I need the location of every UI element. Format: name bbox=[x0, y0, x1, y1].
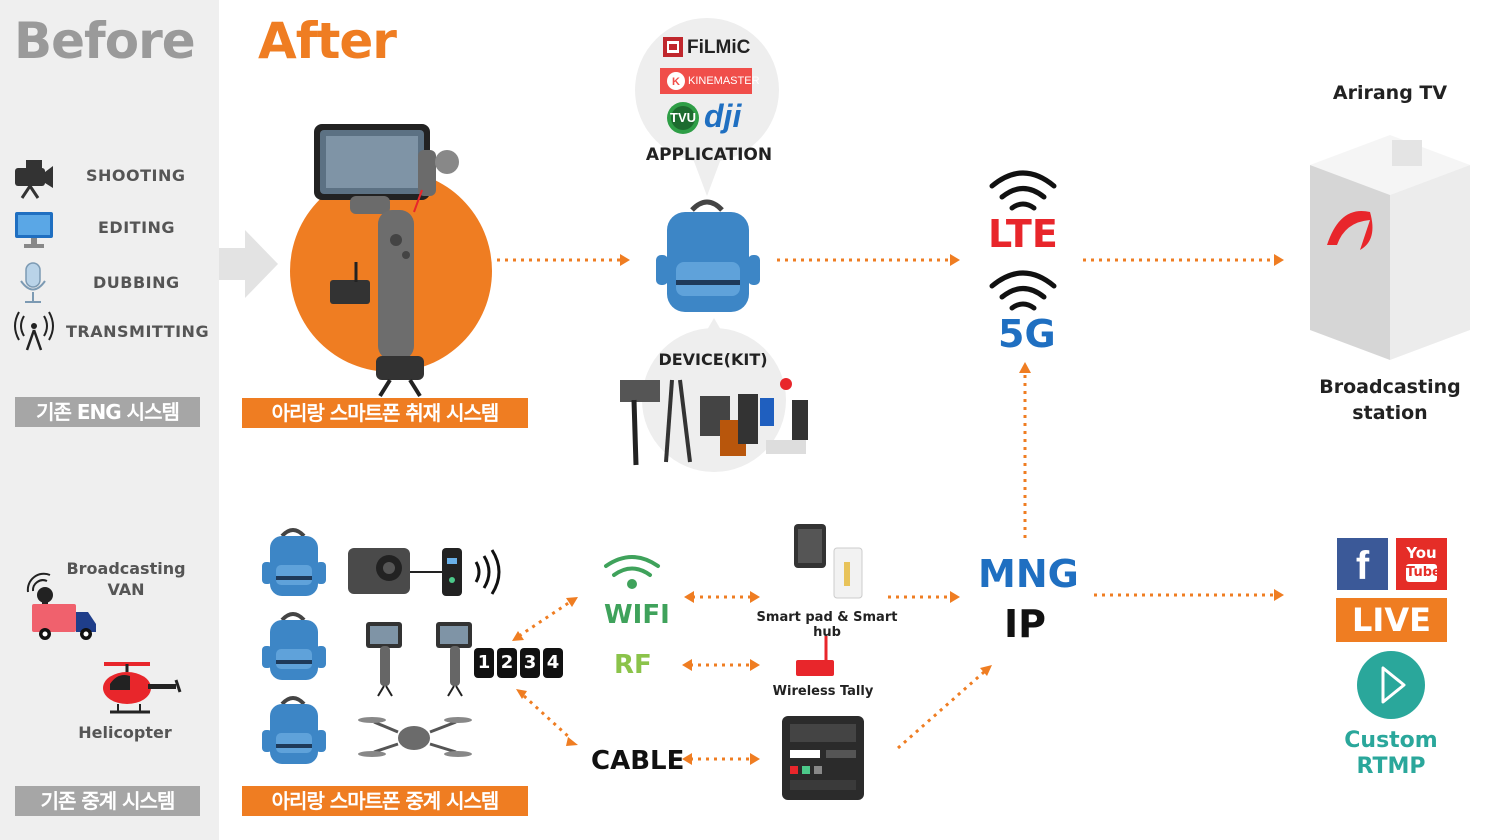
arrow-heads bbox=[512, 254, 1284, 765]
broadcasting-van-label: Broadcasting VAN bbox=[66, 559, 186, 599]
wifi-icon bbox=[604, 555, 660, 589]
broadcast-van-icon bbox=[26, 572, 96, 640]
antenna-icon bbox=[14, 311, 54, 351]
step-transmitting: TRANSMITTING bbox=[66, 322, 210, 341]
gimbal-smartphone-image bbox=[290, 124, 492, 398]
tvu-logo-icon bbox=[667, 102, 699, 134]
custom-rtmp-label: Custom RTMP bbox=[1344, 728, 1438, 779]
facebook-glyph: f bbox=[1355, 544, 1370, 588]
arirang-tv-title: Arirang TV bbox=[1332, 82, 1448, 104]
camera-number-3: 3 bbox=[520, 648, 540, 678]
mng-label: MNG bbox=[978, 552, 1079, 596]
drone-icon bbox=[358, 717, 472, 757]
kinemaster-label: KINEMASTER bbox=[688, 75, 760, 87]
broadcasting-station-label: Broadcasting station bbox=[1319, 376, 1461, 424]
action-camera-icon bbox=[348, 548, 442, 594]
wifi-label: WIFI bbox=[604, 600, 670, 630]
eng-system-caption: 기존 ENG 시스템 bbox=[15, 397, 200, 427]
backpack-relay-2-icon bbox=[262, 612, 326, 680]
helicopter-icon bbox=[103, 662, 182, 714]
smartphone-relay-caption: 아리랑 스마트폰 중계 시스템 bbox=[242, 786, 528, 816]
rf-label: RF bbox=[614, 650, 652, 680]
5g-label: 5G bbox=[998, 312, 1056, 356]
transmitter-icon bbox=[442, 548, 501, 596]
arirang-building-icon bbox=[1310, 135, 1470, 360]
step-dubbing: DUBBING bbox=[93, 273, 180, 292]
monitor-icon bbox=[15, 212, 53, 248]
backpack-relay-1-icon bbox=[262, 528, 326, 596]
play-icon bbox=[1357, 651, 1425, 719]
live-badge: LIVE bbox=[1336, 598, 1447, 642]
application-label: APPLICATION bbox=[645, 145, 773, 165]
backpack-relay-3-icon bbox=[262, 696, 326, 764]
smartphone-system-caption: 아리랑 스마트폰 취재 시스템 bbox=[242, 398, 528, 428]
relay-system-caption: 기존 중계 시스템 bbox=[15, 786, 200, 816]
youtube-you: You bbox=[1406, 544, 1437, 562]
filmic-label: FiLMiC bbox=[687, 37, 751, 58]
smart-hub-label: Smart pad & Smart hub bbox=[756, 610, 898, 640]
step-editing: EDITING bbox=[98, 218, 176, 237]
camera-number-1: 1 bbox=[474, 648, 494, 678]
camera-number-2: 2 bbox=[497, 648, 517, 678]
after-title: After bbox=[258, 12, 397, 70]
smart-pad-icon bbox=[794, 524, 826, 568]
ip-label: IP bbox=[1004, 602, 1046, 646]
lte-label: LTE bbox=[988, 212, 1058, 256]
device-kit-label: DEVICE(KIT) bbox=[658, 350, 768, 369]
gimbal-2-icon bbox=[436, 622, 472, 697]
backpack-main-icon bbox=[656, 199, 760, 312]
youtube-tube: Tube bbox=[1406, 564, 1441, 582]
filmic-logo-icon bbox=[663, 37, 683, 57]
facebook-icon bbox=[1337, 538, 1388, 590]
lte-wifi-signal-icon bbox=[989, 170, 1057, 211]
svg-text:K: K bbox=[672, 76, 680, 88]
device-kit-bubble bbox=[642, 318, 786, 472]
before-to-after-arrow bbox=[219, 230, 278, 298]
kinemaster-logo-icon: K bbox=[660, 68, 752, 94]
wireless-tally-label: Wireless Tally bbox=[772, 684, 874, 699]
helicopter-label: Helicopter bbox=[78, 723, 172, 742]
microphone-icon bbox=[20, 262, 46, 303]
wireless-tally-icon bbox=[796, 636, 834, 676]
flow-arrows bbox=[497, 258, 1276, 761]
video-switcher-icon bbox=[782, 716, 864, 800]
camcorder-icon bbox=[15, 160, 53, 199]
5g-wifi-signal-icon bbox=[989, 270, 1057, 311]
smart-hub-icon bbox=[833, 547, 863, 599]
camera-number-4: 4 bbox=[543, 648, 563, 678]
dji-label: dji bbox=[704, 98, 742, 134]
cable-label: CABLE bbox=[591, 746, 685, 776]
gimbal-1-icon bbox=[366, 622, 402, 697]
step-shooting: SHOOTING bbox=[86, 166, 186, 185]
tvu-label: TVU bbox=[670, 110, 696, 125]
before-title: Before bbox=[14, 12, 196, 70]
device-kit-image bbox=[620, 378, 808, 466]
